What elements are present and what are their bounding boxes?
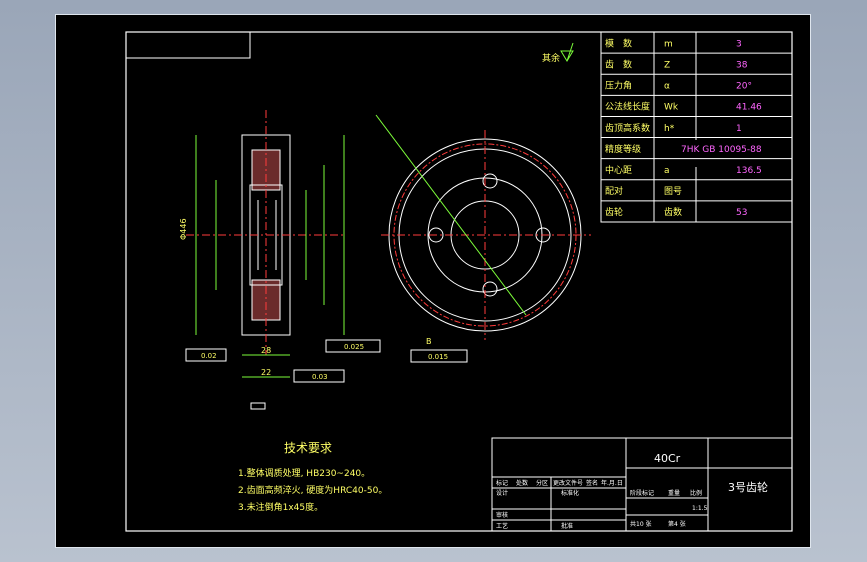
param-value: 41.46 xyxy=(736,103,762,113)
tb-sign: 签名 xyxy=(586,479,598,487)
param-symbol: a xyxy=(664,166,670,176)
param-name: 配对 xyxy=(605,185,623,197)
gear-section-view: Φ446 28 22 0.02 0.025 0.03 xyxy=(179,110,381,410)
tb-check: 审核 xyxy=(496,511,508,519)
tb-design: 设计 xyxy=(496,489,508,497)
tech-item-2: 2.齿面高频淬火, 硬度为HRC40-50。 xyxy=(238,484,387,496)
tb-weight: 重量 xyxy=(668,489,680,497)
tb-mark: 标记 xyxy=(496,479,508,487)
tb-date: 年.月.日 xyxy=(601,479,623,487)
param-value: 20° xyxy=(736,82,752,92)
section-b-label: B xyxy=(426,337,432,346)
param-name: 中心距 xyxy=(605,164,632,176)
tb-sheet-no: 第4 张 xyxy=(668,520,686,528)
param-value: 7HK GB 10095-88 xyxy=(681,145,762,155)
drawing-canvas: 模 数 m 3 齿 数 Z 38 压力角 α 20° 公法线长度 Wk 41.46 齿顶高系数 h* 1 精度… xyxy=(125,31,793,532)
material-text: 40Cr xyxy=(654,452,681,465)
tb-count: 处数 xyxy=(516,479,528,487)
param-name: 精度等级 xyxy=(605,143,641,155)
tech-heading: 技术要求 xyxy=(284,441,332,455)
tech-item-1: 1.整体调质处理, HB230~240。 xyxy=(238,467,370,479)
title-block: 40Cr 3号齿轮 标记 处数 分区 更改文件号 签名 年.月.日 设计 标准化… xyxy=(491,437,793,532)
tb-standard: 标准化 xyxy=(561,489,579,497)
param-value: 38 xyxy=(736,60,748,70)
tb-scale-value: 1:1.5 xyxy=(692,505,708,512)
tb-zone: 分区 xyxy=(536,479,548,487)
parameter-table: 模 数 m 3 齿 数 Z 38 压力角 α 20° 公法线长度 Wk 41.46 齿顶高系数 h* 1 精度… xyxy=(600,31,793,223)
param-symbol: 齿数 xyxy=(664,206,682,218)
param-name: 公法线长度 xyxy=(605,101,650,113)
param-value: 1 xyxy=(736,124,742,134)
tol-frame-3: 0.015 xyxy=(428,353,448,361)
rough-other-label: 其余 xyxy=(542,52,560,64)
dim-22: 22 xyxy=(261,368,271,377)
param-symbol: Wk xyxy=(664,103,679,113)
tb-process: 工艺 xyxy=(496,522,508,530)
param-symbol: Z xyxy=(664,60,670,70)
drawing-title: 3号齿轮 xyxy=(728,480,768,494)
tech-requirements: 技术要求 1.整体调质处理, HB230~240。 2.齿面高频淬火, 硬度为H… xyxy=(238,441,387,513)
param-name: 模 数 xyxy=(605,37,632,49)
param-symbol: α xyxy=(664,82,670,92)
param-name: 齿轮 xyxy=(605,206,623,218)
param-value: 136.5 xyxy=(736,166,762,176)
dim-446: Φ446 xyxy=(179,218,188,240)
tb-scale: 比例 xyxy=(690,489,702,497)
gear-front-view: 0.015 B xyxy=(375,114,591,363)
roughness-symbol xyxy=(560,42,574,62)
param-value: 53 xyxy=(736,208,747,218)
top-left-box xyxy=(125,31,251,59)
tol-frame-2: 0.025 xyxy=(344,343,364,351)
param-symbol: 图号 xyxy=(664,186,682,197)
drawing-sheet: 模 数 m 3 齿 数 Z 38 压力角 α 20° 公法线长度 Wk 41.46 齿顶高系数 h* 1 精度… xyxy=(55,14,811,548)
param-name: 齿顶高系数 xyxy=(605,122,650,134)
dim-28: 28 xyxy=(261,346,271,355)
param-symbol: h* xyxy=(664,124,675,134)
param-value: 3 xyxy=(736,39,742,49)
tb-change-doc: 更改文件号 xyxy=(553,479,583,487)
tol-frame-4: 0.03 xyxy=(312,373,328,381)
tb-sheet-count: 共10 张 xyxy=(630,520,652,528)
param-symbol: m xyxy=(664,39,673,49)
tol-frame-1: 0.02 xyxy=(201,352,217,360)
tb-stage: 阶段标记 xyxy=(630,489,654,497)
tech-item-3: 3.未注倒角1x45度。 xyxy=(238,501,323,513)
param-name: 压力角 xyxy=(605,80,632,92)
param-name: 齿 数 xyxy=(605,58,632,70)
tb-approve: 批准 xyxy=(561,522,573,530)
inner-border xyxy=(125,31,793,532)
